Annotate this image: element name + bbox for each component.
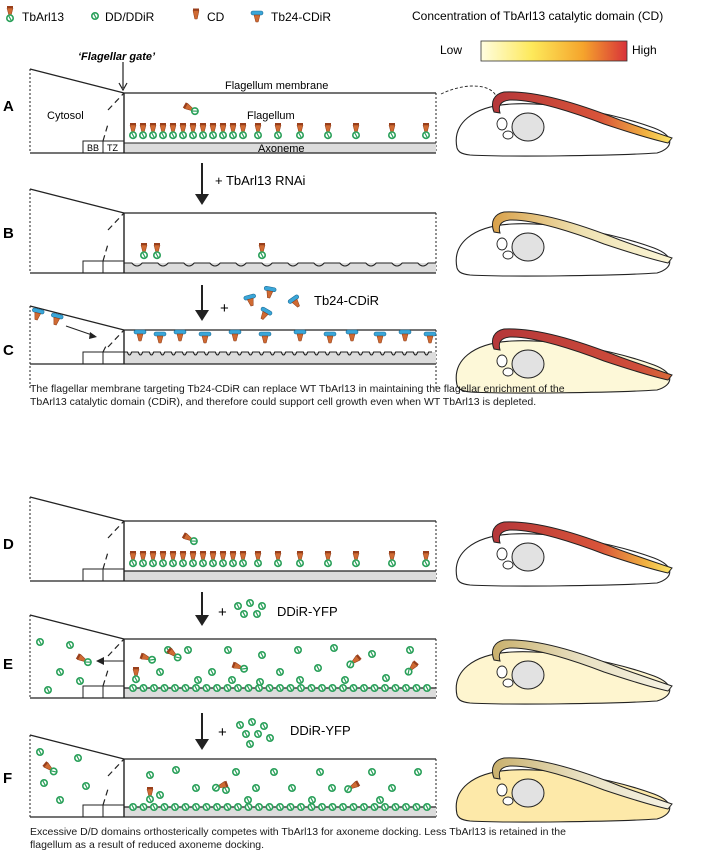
cell-5 [455, 757, 673, 823]
ddir-cluster-e [234, 598, 267, 619]
c-membrane-cdir [133, 329, 437, 344]
d-docked-tbarl13 [129, 550, 431, 568]
cell-1 [455, 211, 673, 277]
tbarl13-legend-icon [6, 5, 14, 23]
legend-tbarl13: TbArl13 [22, 10, 64, 24]
step-de-plus: + [218, 604, 227, 621]
panel-letter-d: D [3, 536, 14, 553]
panel-d [29, 496, 437, 582]
panel-letter-e: E [3, 656, 13, 673]
cell-4 [455, 639, 673, 705]
panel-letter-c: C [3, 342, 14, 359]
panel-letters: A B C D E F [3, 98, 14, 787]
gradient-title: Concentration of TbArl13 catalytic domai… [412, 9, 663, 23]
step-ab: + TbArl13 RNAi [195, 163, 306, 205]
legend: TbArl13 DD/DDiR CD Tb24-CDiR Concentrati… [6, 5, 663, 62]
f-docked-dd [129, 802, 432, 812]
panel-b [29, 188, 437, 274]
panel-letter-a: A [3, 98, 14, 115]
step-bc-plus: + [220, 300, 229, 317]
panel-c [29, 305, 437, 390]
panel-letter-f: F [3, 770, 12, 787]
axoneme-bar [124, 143, 436, 153]
legend-cd: CD [207, 10, 225, 24]
cdir-legend-icon [250, 10, 264, 23]
cd-legend-icon [192, 8, 200, 20]
step-ef-plus: + [218, 724, 227, 741]
gradient-low-label: Low [440, 43, 462, 57]
gradient-bar [480, 40, 628, 62]
panel-f [29, 734, 437, 818]
a-docked-tbarl13 [129, 122, 431, 140]
panel-e [29, 614, 437, 699]
panel-letter-b: B [3, 225, 14, 242]
cell-0 [455, 91, 673, 157]
tz-label: TZ [107, 143, 118, 153]
flagellar-gate-label: ‘Flagellar gate’ [78, 51, 156, 63]
legend-dd: DD/DDiR [105, 10, 155, 24]
flagellum-label: Flagellum [247, 110, 295, 122]
step-ab-label: + TbArl13 RNAi [215, 173, 306, 188]
caption-first: The flagellar membrane targeting Tb24-CD… [30, 383, 565, 408]
step-ef-label: DDiR-YFP [290, 723, 351, 738]
panel-a: ‘Flagellar gate’ Flagellum membrane Cyto… [29, 51, 498, 155]
legend-cdir: Tb24-CDiR [271, 10, 331, 24]
step-ef: + DDiR-YFP [195, 713, 351, 750]
step-de-label: DDiR-YFP [277, 604, 338, 619]
gradient-high-label: High [632, 43, 657, 57]
e-docked-dd [129, 683, 432, 693]
zoom-arrow [440, 85, 498, 105]
step-bc-label: Tb24-CDiR [314, 293, 379, 308]
axoneme-label: Axoneme [258, 143, 304, 155]
dd-legend-icon [91, 12, 99, 21]
tbarl13-free [181, 101, 201, 117]
flagellum-membrane-label: Flagellum membrane [225, 80, 328, 92]
step-de: + DDiR-YFP [195, 592, 338, 626]
cell-3 [455, 521, 673, 587]
ddir-cluster-f [236, 717, 275, 749]
f-free-dd [35, 747, 423, 805]
caption-second: Excessive D/D domains orthosterically co… [30, 826, 566, 851]
bb-label: BB [87, 143, 99, 153]
step-bc: + Tb24-CDiR [195, 285, 379, 323]
cytosol-label: Cytosol [47, 110, 84, 122]
cell-illustrations [455, 91, 673, 823]
cell-2 [455, 328, 673, 394]
